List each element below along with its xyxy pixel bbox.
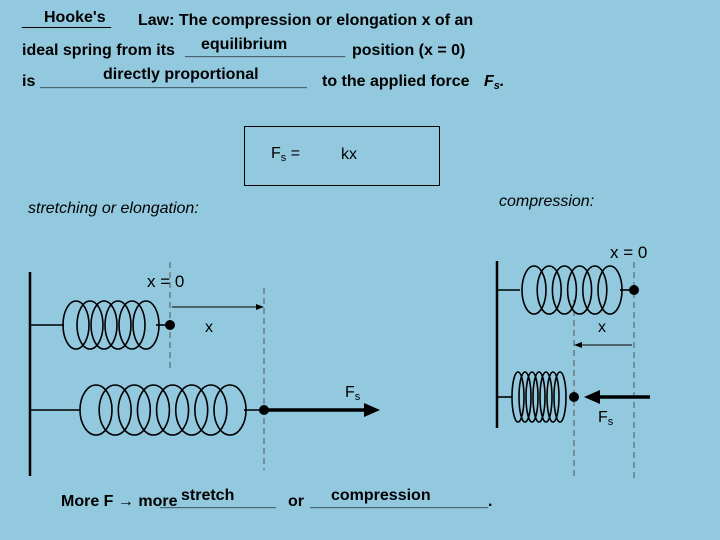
label-fs-left: Fs	[345, 384, 361, 403]
spring-right-compressed	[511, 371, 567, 423]
spring-coil	[518, 371, 532, 423]
spring-coil	[532, 371, 546, 423]
spring-coil	[79, 384, 113, 436]
header-line3-post: to the applied force	[322, 73, 470, 90]
formula-rhs: kx	[341, 146, 357, 163]
spring-coil	[536, 265, 563, 315]
blank-line-stretch: _____________	[160, 493, 276, 510]
label-stretching: stretching or elongation:	[28, 200, 199, 217]
spring-coil	[117, 384, 152, 436]
answer-stretch: stretch	[181, 487, 235, 504]
spring-coil	[98, 384, 132, 436]
header-line1-text: Law: The compression or elongation x of …	[138, 12, 474, 29]
label-compression: compression:	[499, 193, 595, 210]
spring-coil	[521, 265, 547, 315]
spring-left-stretched	[79, 384, 247, 436]
footer-pre: More F → more	[61, 493, 178, 510]
mass-left-stretched	[259, 405, 269, 415]
answer-directly-proportional: directly proportional	[103, 66, 259, 83]
spring-coil	[62, 300, 90, 350]
mass-right-compressed	[569, 392, 579, 402]
spring-coil	[551, 265, 578, 315]
spring-coil	[136, 384, 171, 436]
mass-right-relaxed	[629, 285, 639, 295]
spring-coil	[174, 384, 209, 436]
spring-coil	[90, 300, 118, 350]
blank-line-proportional: ______________________________	[40, 73, 307, 90]
formula-lhs: Fs =	[271, 145, 301, 164]
spring-coil	[194, 384, 228, 436]
spring-coil	[104, 300, 132, 350]
spring-coil	[525, 371, 539, 423]
answer-hookes: Hooke's	[44, 9, 106, 26]
blank-line-compression: ____________________.	[310, 493, 493, 510]
label-x-right: x	[598, 319, 606, 336]
spring-right-relaxed	[521, 265, 623, 315]
spring-coil	[155, 384, 190, 436]
mass-left-relaxed	[165, 320, 175, 330]
label-x0-right: x = 0	[610, 243, 648, 262]
blank-line-hookes: __________	[22, 12, 111, 29]
spring-coil	[553, 371, 567, 423]
spring-coil	[539, 371, 553, 423]
spring-coil	[76, 300, 104, 350]
label-fs-right: Fs	[598, 409, 614, 428]
header-force-symbol: Fs.	[484, 73, 505, 92]
spring-coil	[511, 371, 525, 423]
header-line3-pre: is	[22, 73, 36, 90]
blank-line-equilibrium: __________________	[185, 42, 346, 59]
footer-or: or	[288, 493, 304, 510]
spring-coil	[213, 384, 247, 436]
spring-coil	[118, 300, 146, 350]
answer-equilibrium: equilibrium	[201, 36, 288, 53]
spring-coil	[546, 371, 560, 423]
header-line2-pre: ideal spring from its	[22, 42, 175, 59]
formula-box	[244, 126, 440, 186]
label-x0-left: x = 0	[147, 272, 185, 291]
spring-coil	[566, 265, 593, 315]
spring-coil	[581, 265, 608, 315]
label-x-left: x	[205, 319, 213, 336]
answer-compression: compression	[331, 487, 431, 504]
spring-left-relaxed	[62, 300, 160, 350]
spring-coil	[597, 265, 623, 315]
header-line2-post: position (x = 0)	[352, 42, 466, 59]
spring-coil	[132, 300, 160, 350]
